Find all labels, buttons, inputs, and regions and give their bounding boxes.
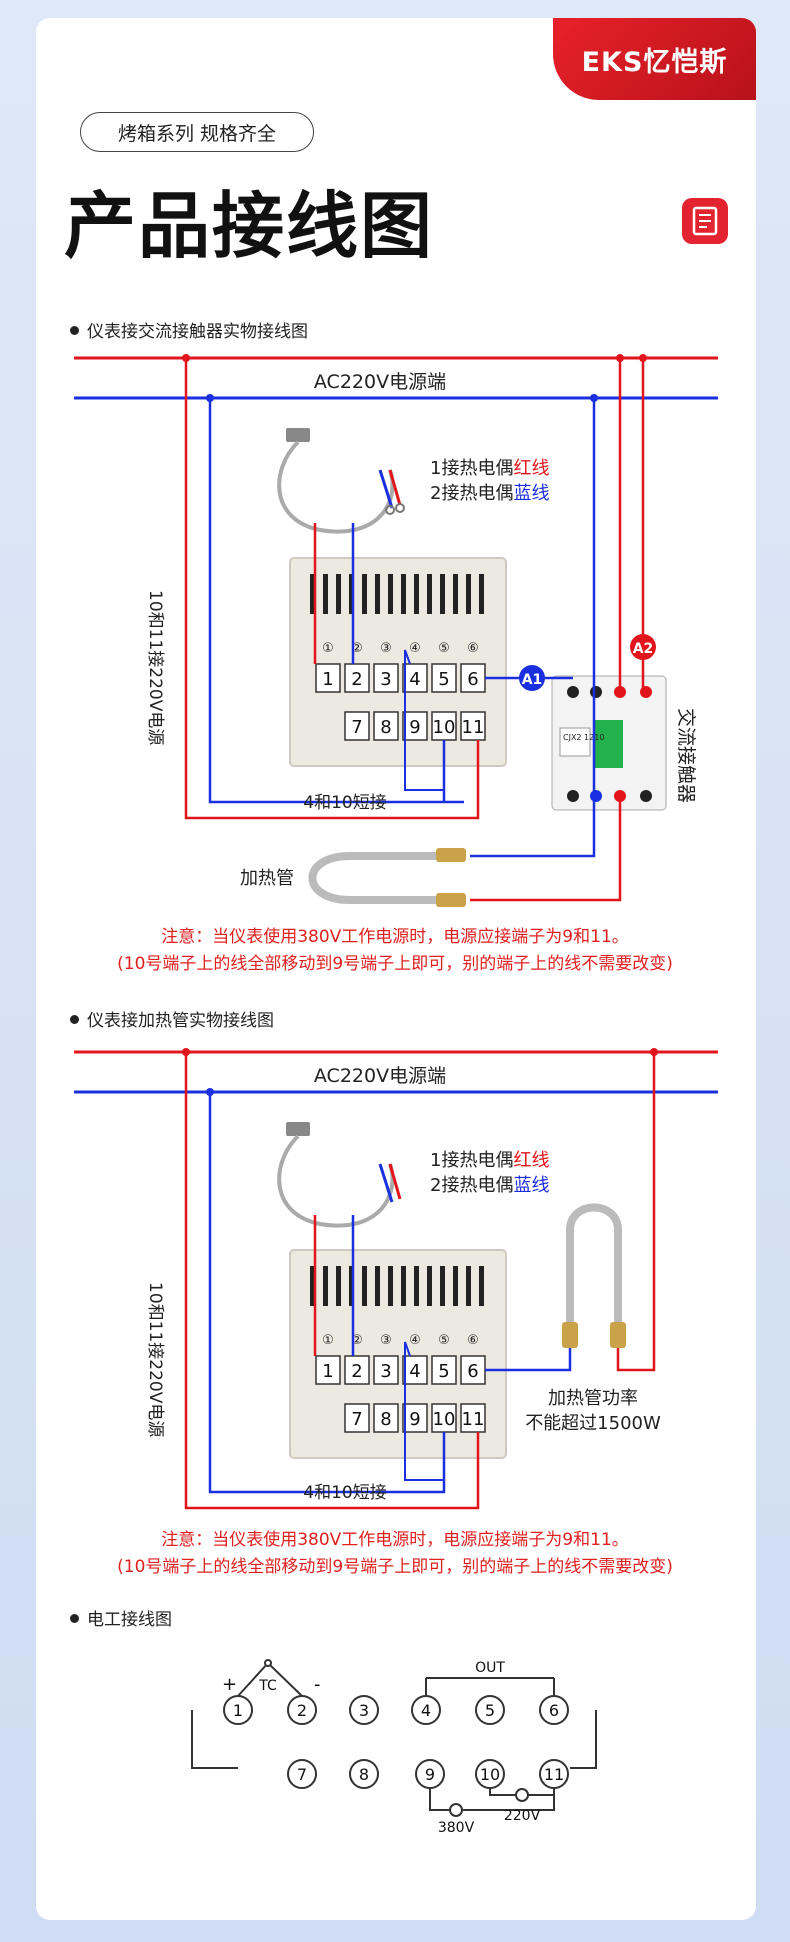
svg-text:不能超过1500W: 不能超过1500W [525,1413,661,1434]
svg-text:10: 10 [480,1765,500,1784]
svg-text:④: ④ [409,641,421,656]
svg-text:2接热电偶蓝线: 2接热电偶蓝线 [430,1175,549,1196]
svg-text:4: 4 [409,1361,420,1382]
svg-text:AC220V电源端: AC220V电源端 [314,1065,446,1087]
svg-text:7: 7 [351,717,362,738]
svg-text:⑥: ⑥ [467,641,479,656]
svg-text:380V: 380V [438,1820,475,1836]
svg-text:②: ② [351,1333,363,1348]
svg-text:1: 1 [322,669,333,690]
series-tag: 烤箱系列 规格齐全 [80,112,314,152]
heater-tube-icon [562,1203,626,1348]
page-title: 产品接线图 [64,184,435,268]
content-card [36,18,756,1920]
svg-text:⑤: ⑤ [438,641,450,656]
svg-text:5: 5 [485,1701,495,1720]
svg-text:8: 8 [380,1409,391,1430]
heater-label: 加热管 [240,868,294,889]
svg-text:8: 8 [359,1765,369,1784]
svg-text:11: 11 [462,717,485,738]
svg-text:⑥: ⑥ [467,1333,479,1348]
svg-text:TC: TC [258,1678,277,1694]
diagram-electrician [191,1659,597,1811]
svg-text:3: 3 [359,1701,369,1720]
tc-line1: 1接热电偶红线 [430,458,549,479]
diagram-contactor: AC220V电源端 1接热电偶红线 2接热电偶蓝线 ① ② ③ ④ ⑤ ⑥ [74,354,718,907]
svg-text:4: 4 [421,1701,431,1720]
svg-text:220V: 220V [504,1808,541,1824]
thermocouple-icon [277,1122,402,1228]
svg-text:10: 10 [433,1409,456,1430]
svg-text:11: 11 [462,1409,485,1430]
svg-text:6: 6 [549,1701,559,1720]
svg-text:6: 6 [467,669,478,690]
side-label: 10和11接220V电源 [145,590,165,745]
tc-line2: 2接热电偶蓝线 [430,483,549,504]
controller-device: ① ② ③ ④ ⑤ ⑥ 1 2 3 4 5 6 [289,1249,507,1459]
section-heading-contactor: 仪表接交流接触器实物接线图 [70,317,308,342]
svg-text:②: ② [351,641,363,656]
section-heading-heater: 仪表接加热管实物接线图 [70,1006,274,1031]
svg-text:1: 1 [233,1701,243,1720]
svg-text:⑤: ⑤ [438,1333,450,1348]
svg-text:2: 2 [351,1361,362,1382]
controller-device: ① ② ③ ④ ⑤ ⑥ 1 2 3 4 5 6 [289,557,507,767]
svg-text:3: 3 [380,669,391,690]
section-heading-electrician: 电工接线图 [70,1605,172,1630]
svg-text:④: ④ [409,1333,421,1348]
svg-text:10和11接220V电源: 10和11接220V电源 [145,1282,165,1437]
svg-text:6: 6 [467,1361,478,1382]
svg-text:-: - [314,1674,321,1695]
svg-text:③: ③ [380,641,392,656]
svg-text:1接热电偶红线: 1接热电偶红线 [430,1150,549,1171]
note-380v-1: 注意：当仪表使用380V工作电源时，电源应接端子为9和11。 (10号端子上的线… [117,927,673,974]
svg-text:9: 9 [425,1765,435,1784]
svg-text:11: 11 [544,1765,564,1784]
thermocouple-icon [277,428,405,534]
svg-text:3: 3 [380,1361,391,1382]
svg-text:4和10短接: 4和10短接 [303,1483,386,1503]
svg-text:OUT: OUT [475,1660,505,1676]
heater-tube-icon [308,848,466,907]
contactor-label: 交流接触器 [675,708,697,803]
svg-text:CJX2 1210: CJX2 1210 [563,733,604,742]
svg-text:①: ① [322,1333,334,1348]
svg-text:5: 5 [438,1361,449,1382]
heater-power-label: 加热管功率 [548,1388,638,1409]
svg-text:8: 8 [380,717,391,738]
diagram-heater: AC220V电源端 1接热电偶红线 2接热电偶蓝线 ① ② ③ ④ ⑤ ⑥ [74,1048,718,1510]
svg-text:7: 7 [351,1409,362,1430]
svg-text:A1: A1 [522,672,543,688]
svg-text:2: 2 [297,1701,307,1720]
svg-text:7: 7 [297,1765,307,1784]
svg-text:①: ① [322,641,334,656]
brand-logo: EKS忆恺斯 [553,18,756,100]
svg-text:A2: A2 [633,641,654,657]
svg-text:10: 10 [433,717,456,738]
svg-text:9: 9 [409,717,420,738]
short-label: 4和10短接 [303,793,386,813]
contactor-icon: CJX2 1210 [551,675,667,811]
svg-text:4: 4 [409,669,420,690]
svg-text:2: 2 [351,669,362,690]
document-icon [682,198,728,244]
svg-text:5: 5 [438,669,449,690]
svg-text:1: 1 [322,1361,333,1382]
svg-text:③: ③ [380,1333,392,1348]
power-label: AC220V电源端 [314,371,446,393]
svg-text:+: + [222,1674,237,1695]
note-380v-2: 注意：当仪表使用380V工作电源时，电源应接端子为9和11。 (10号端子上的线… [117,1530,673,1577]
svg-text:9: 9 [409,1409,420,1430]
